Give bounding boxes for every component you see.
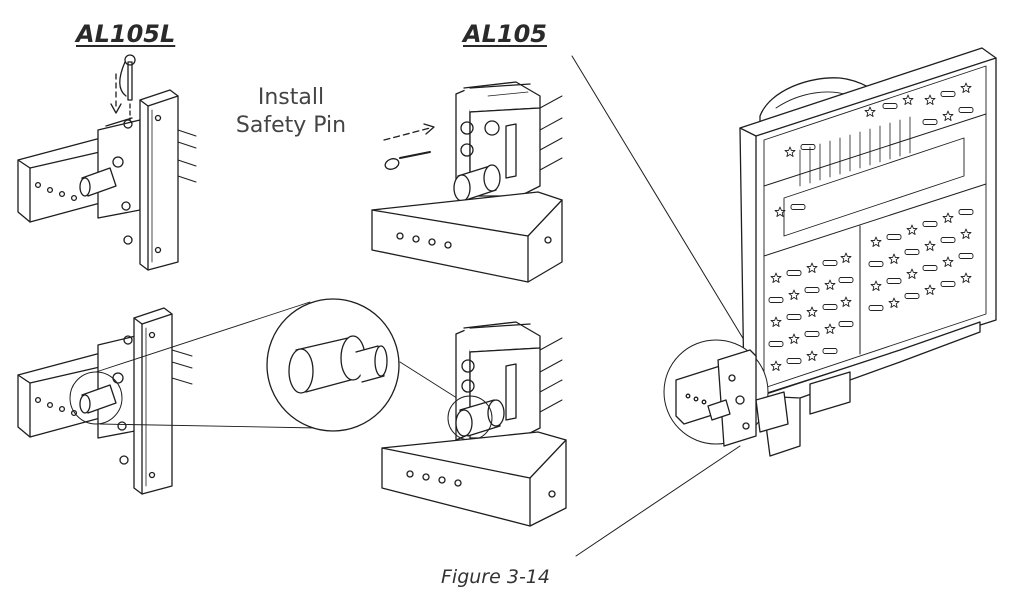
al105-hitch-top-view (371, 81, 563, 283)
al105-model-label: AL105 (463, 20, 547, 48)
al105-hitch-installed-view (381, 321, 567, 527)
al105l-hitch-top-view (17, 54, 197, 271)
carrier-assembly-view (571, 47, 997, 557)
instruction-line-2: Safety Pin (235, 113, 347, 138)
instruction-line-1: Install (257, 85, 325, 110)
install-instruction: Install Safety Pin (228, 84, 354, 140)
figure-caption: Figure 3-14 (441, 566, 550, 588)
magnified-pin-detail (95, 298, 461, 432)
al105l-model-label: AL105L (76, 20, 176, 48)
al105l-hitch-installed-view (17, 307, 193, 495)
